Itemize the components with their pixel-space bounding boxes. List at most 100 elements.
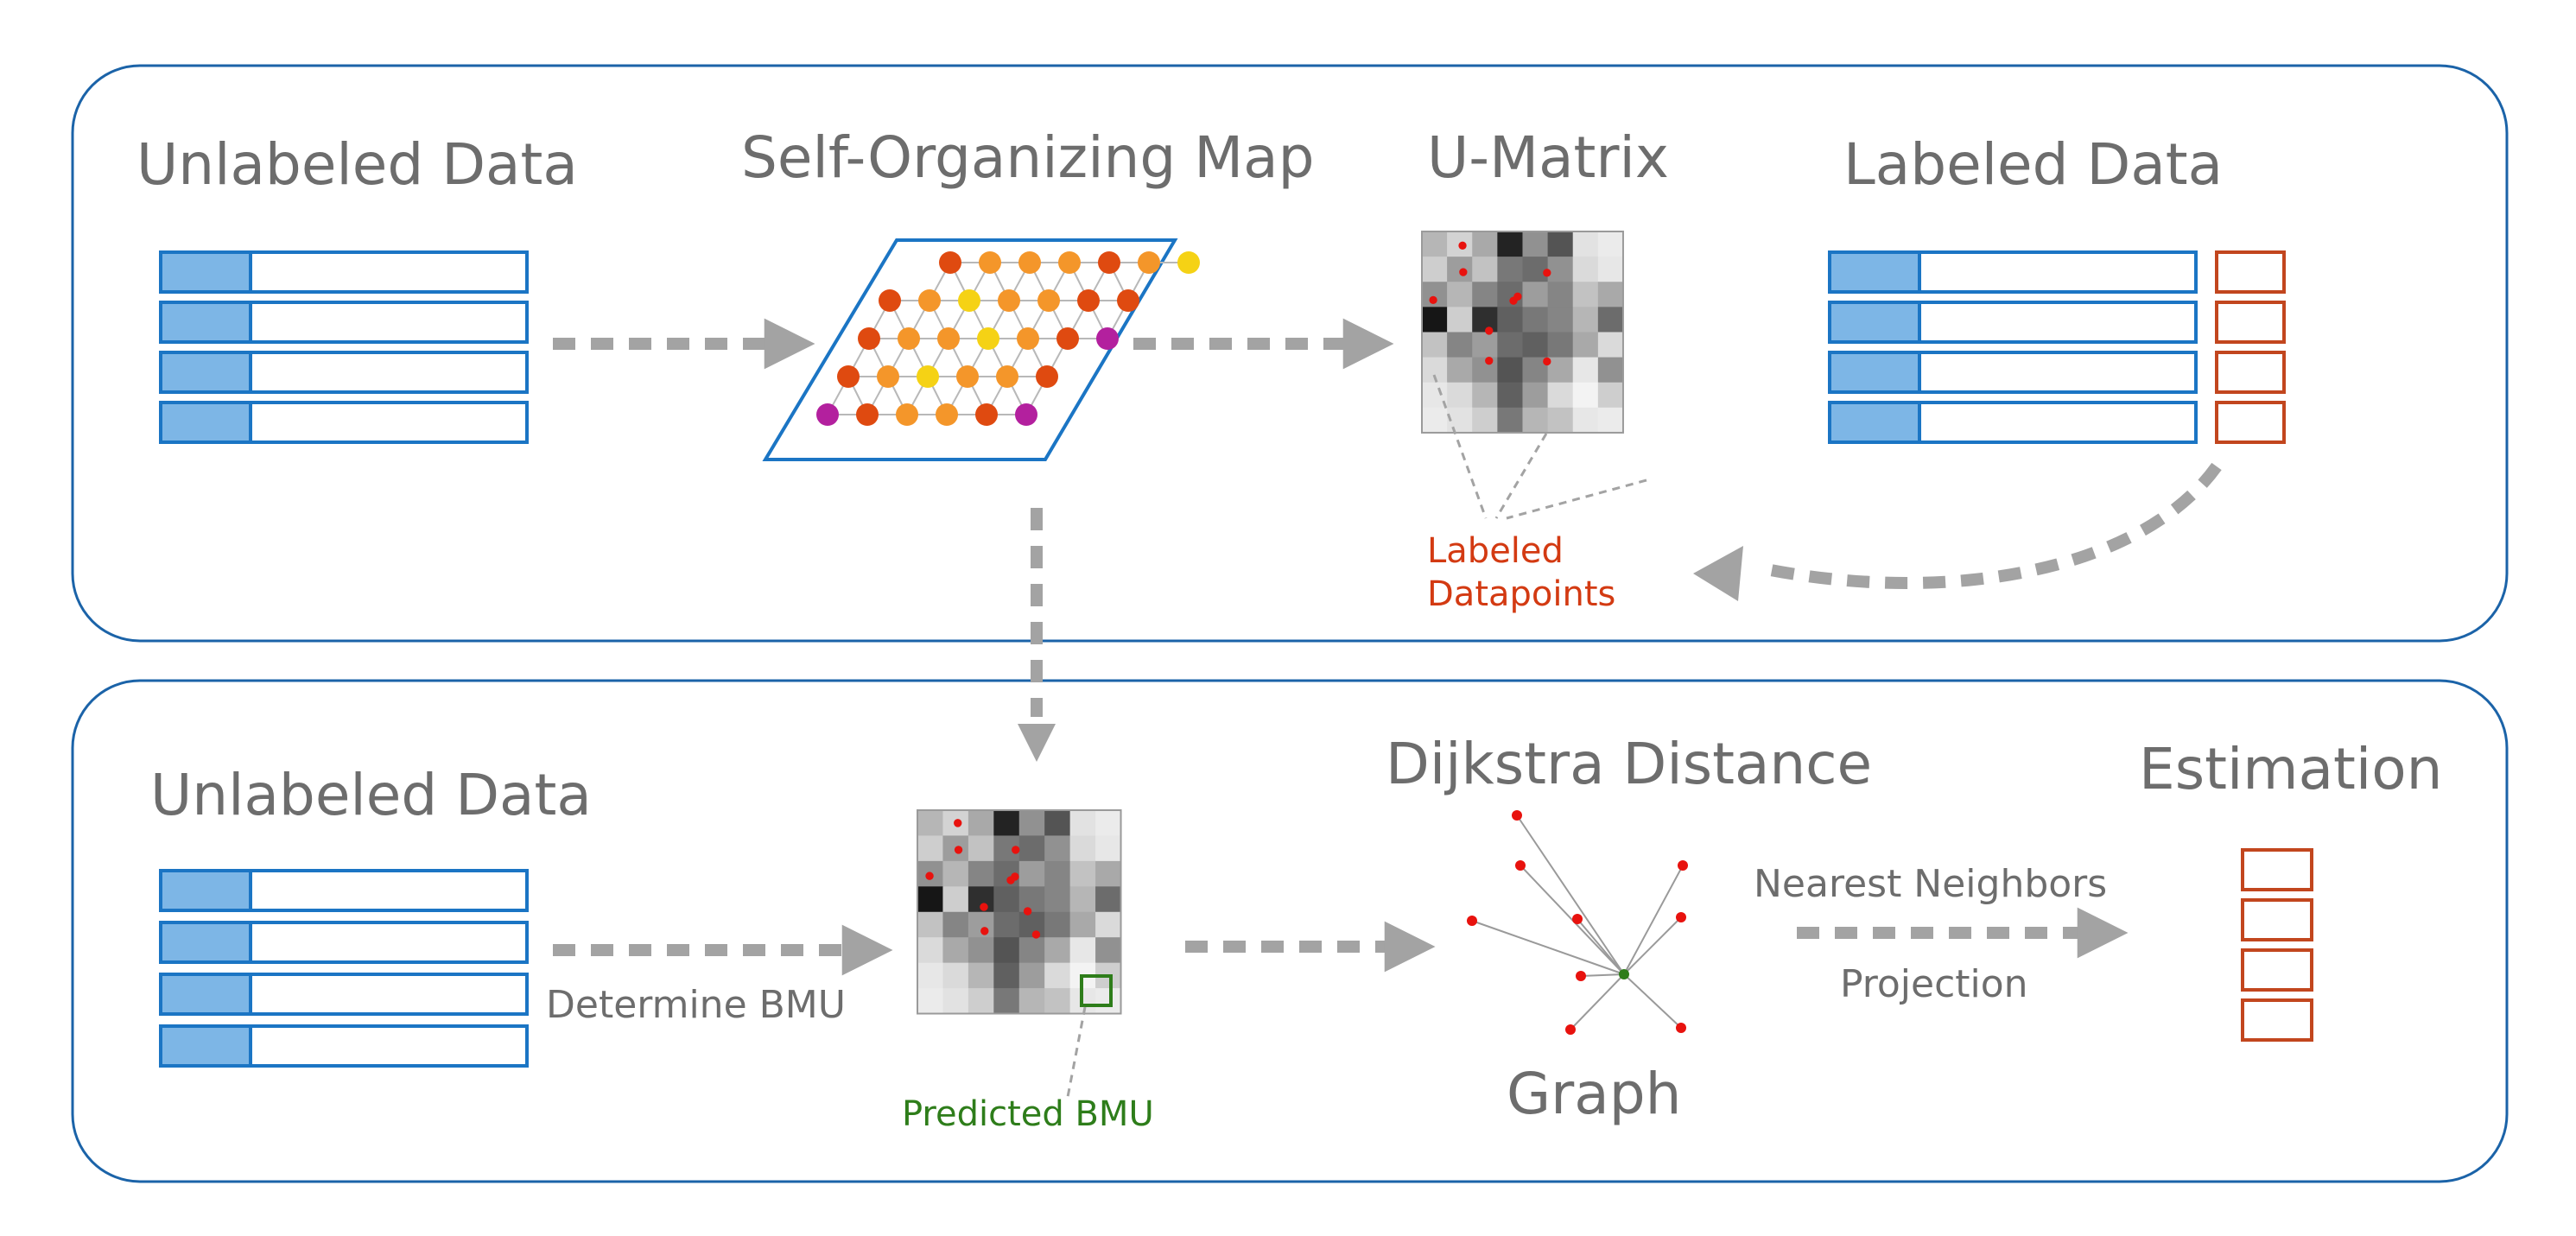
u-matrix-cell: [1044, 835, 1071, 862]
u-matrix-cell: [1522, 307, 1549, 333]
som-node: [977, 327, 999, 350]
labeled-datapoints-label-2: Datapoints: [1427, 574, 1616, 614]
labeled-datapoint: [1031, 930, 1041, 939]
u-matrix-cell: [1497, 332, 1523, 358]
u-matrix-cell: [1069, 810, 1096, 836]
labeled-datapoint: [1429, 295, 1437, 305]
som-node: [917, 365, 939, 388]
labeled-datapoints-leaders: [1432, 374, 1647, 520]
graph-center-node: [1619, 969, 1629, 979]
u-matrix-cell: [1547, 382, 1574, 409]
graph-edge: [1580, 973, 1625, 977]
som-node: [1017, 327, 1039, 350]
som-node: [1037, 289, 1060, 312]
som-node: [975, 403, 998, 426]
som-node: [937, 327, 960, 350]
top-panel: [71, 64, 2509, 643]
predicted-bmu-leader: [1066, 1006, 1087, 1098]
estimate-box: [2241, 998, 2313, 1042]
u-matrix-cell: [1522, 231, 1549, 257]
labeled-datapoints-label-1: Labeled: [1427, 531, 1564, 571]
u-matrix-cell: [1597, 382, 1624, 409]
u-matrix-cell: [1069, 886, 1096, 913]
labeled-datapoint: [1459, 268, 1468, 276]
u-matrix-cell: [1095, 810, 1122, 836]
u-matrix-cell: [1522, 332, 1549, 358]
u-matrix-cell: [993, 988, 1020, 1015]
labeled-datapoint: [1023, 907, 1032, 916]
labeled-datapoint: [1011, 872, 1019, 881]
u-matrix-cell: [1472, 332, 1498, 358]
u-matrix-cell: [917, 911, 943, 938]
u-matrix-frame: [917, 809, 1122, 1015]
som-node: [939, 251, 961, 274]
labeled-data-title: Labeled Data: [1843, 131, 2224, 198]
som-node: [958, 289, 980, 312]
u-matrix-cell: [1044, 937, 1071, 964]
u-matrix-cell: [917, 962, 943, 989]
u-matrix-cell: [1497, 231, 1523, 257]
u-matrix-cell: [1044, 962, 1071, 989]
graph-node: [1565, 1024, 1576, 1035]
u-matrix-cell: [1597, 407, 1624, 434]
top-labeled-data-rows: [1828, 250, 2198, 444]
u-matrix-cell: [1069, 860, 1096, 887]
som-node: [1077, 289, 1100, 312]
u-matrix-cell: [1572, 357, 1599, 383]
data-row-fill: [1828, 401, 1921, 444]
som-node: [877, 365, 899, 388]
labeled-datapoint: [925, 872, 934, 880]
u-matrix-cell: [1547, 332, 1574, 358]
u-matrix-cell: [1095, 835, 1122, 862]
umatrix-title: U-Matrix: [1427, 124, 1669, 191]
u-matrix-cell: [1447, 357, 1473, 383]
som-node: [879, 289, 901, 312]
dijkstra-title: Dijkstra Distance: [1386, 731, 1873, 797]
u-matrix-frame: [1421, 231, 1624, 434]
u-matrix-cell: [968, 988, 994, 1015]
u-matrix-cell: [1572, 382, 1599, 409]
u-matrix-cell: [1547, 407, 1574, 434]
som-node: [1177, 251, 1200, 274]
som-node: [1117, 289, 1139, 312]
data-row-fill: [159, 869, 252, 912]
data-row-fill: [1828, 250, 1921, 294]
labeled-datapoint: [954, 819, 962, 827]
u-matrix-cell: [1018, 860, 1045, 887]
graph-node: [1467, 916, 1477, 926]
u-matrix-cell: [942, 911, 969, 938]
u-matrix-cell: [1447, 382, 1473, 409]
u-matrix-cell: [1044, 860, 1071, 887]
u-matrix-cell: [917, 835, 943, 862]
u-matrix-cell: [1044, 810, 1071, 836]
data-row-fill: [159, 301, 252, 344]
top-unlabeled-data-title: Unlabeled Data: [136, 131, 578, 198]
u-matrix-cell: [942, 988, 969, 1015]
leader-line: [1506, 479, 1647, 520]
u-matrix-cell: [917, 937, 943, 964]
u-matrix-cell: [917, 810, 943, 836]
u-matrix-cell: [1597, 257, 1624, 282]
som-node: [816, 403, 839, 426]
u-matrix-cell: [1497, 382, 1523, 409]
graph-node: [1572, 914, 1583, 924]
u-matrix-cell: [942, 962, 969, 989]
u-matrix-cell: [1447, 282, 1473, 307]
data-row-fill: [1828, 351, 1921, 394]
graph-edge: [1471, 920, 1625, 975]
arrow-head: [1693, 546, 1743, 601]
labeled-datapoint: [980, 903, 988, 911]
u-matrix-cell: [942, 886, 969, 913]
leader-line: [1494, 433, 1548, 519]
u-matrix-cell: [1547, 257, 1574, 282]
leader-line: [1432, 374, 1488, 519]
u-matrix-cell: [1472, 407, 1498, 434]
u-matrix-cell: [968, 911, 994, 938]
data-row-fill: [159, 973, 252, 1016]
data-row-fill: [159, 351, 252, 394]
u-matrix-cell: [993, 810, 1020, 836]
u-matrix-cell: [1095, 937, 1122, 964]
labeled-datapoint: [1543, 269, 1551, 277]
u-matrix-cell: [1472, 307, 1498, 333]
